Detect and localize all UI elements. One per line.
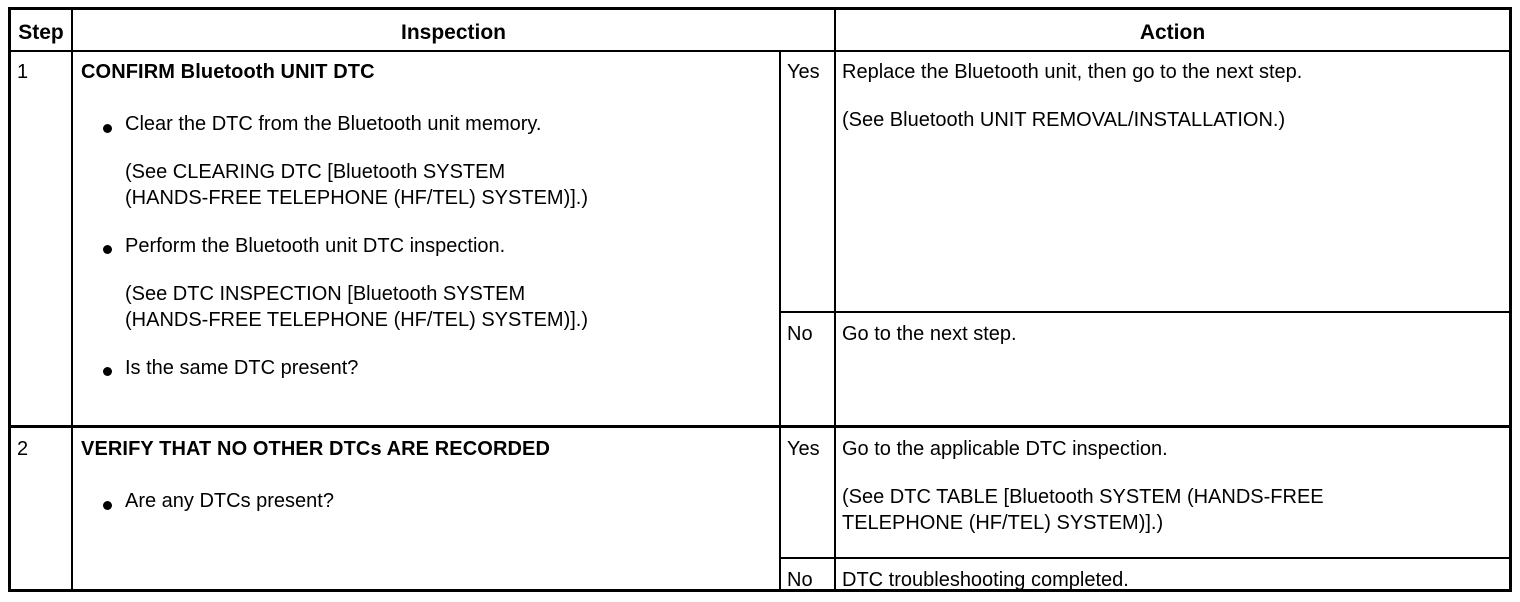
- step-number: 1: [17, 61, 29, 83]
- result-label-yes: Yes: [787, 61, 820, 83]
- action-line: DTC troubleshooting completed.: [842, 569, 1129, 591]
- header-step: Step: [18, 21, 64, 44]
- spacer: [125, 85, 771, 111]
- list-item: Is the same DTC present?: [81, 333, 771, 381]
- bullet-text: Perform the Bluetooth unit DTC inspectio…: [125, 235, 506, 257]
- inspection-bullet-list: Are any DTCs present?: [81, 462, 771, 514]
- row1-row2-divider-rule: [11, 425, 1509, 428]
- list-item-note: (See CLEARING DTC [Bluetooth SYSTEM (HAN…: [81, 137, 771, 211]
- list-item: Clear the DTC from the Bluetooth unit me…: [81, 85, 771, 137]
- note-line: (HANDS-FREE TELEPHONE (HF/TEL) SYSTEM)].…: [125, 187, 589, 209]
- result-label-yes: Yes: [787, 438, 820, 460]
- spacer: [842, 462, 1502, 484]
- action-cell-no: Go to the next step.: [842, 321, 1502, 347]
- list-item: Perform the Bluetooth unit DTC inspectio…: [81, 211, 771, 259]
- spacer: [842, 85, 1502, 107]
- bullet-point-icon: [103, 367, 112, 376]
- inspection-cell: VERIFY THAT NO OTHER DTCs ARE RECORDED A…: [81, 436, 771, 514]
- result-label-no: No: [787, 323, 813, 345]
- spacer: [125, 211, 771, 233]
- note-line: (See DTC INSPECTION [Bluetooth SYSTEM: [125, 283, 526, 305]
- inspection-cell: CONFIRM Bluetooth UNIT DTC Clear the DTC…: [81, 59, 771, 381]
- row1-yesno-divider-rule: [781, 311, 1509, 313]
- spacer: [125, 137, 771, 159]
- bullet-point-icon: [103, 124, 112, 133]
- action-line: Go to the applicable DTC inspection.: [842, 438, 1168, 460]
- action-cell-yes: Go to the applicable DTC inspection. (Se…: [842, 436, 1502, 536]
- inspection-title: CONFIRM Bluetooth UNIT DTC: [81, 61, 375, 83]
- step-number: 2: [17, 438, 29, 460]
- inspection-bullet-list: Clear the DTC from the Bluetooth unit me…: [81, 85, 771, 381]
- result-label-no: No: [787, 569, 813, 591]
- action-line: (See Bluetooth UNIT REMOVAL/INSTALLATION…: [842, 109, 1286, 131]
- action-line: TELEPHONE (HF/TEL) SYSTEM)].): [842, 512, 1164, 534]
- step-column-rule: [71, 10, 73, 589]
- list-item-note: (See DTC INSPECTION [Bluetooth SYSTEM (H…: [81, 259, 771, 333]
- action-cell-no: DTC troubleshooting completed.: [842, 567, 1502, 593]
- spacer: [125, 259, 771, 281]
- inspection-title: VERIFY THAT NO OTHER DTCs ARE RECORDED: [81, 438, 551, 460]
- bullet-point-icon: [103, 501, 112, 510]
- action-line: (See DTC TABLE [Bluetooth SYSTEM (HANDS-…: [842, 486, 1324, 508]
- action-line: Replace the Bluetooth unit, then go to t…: [842, 61, 1303, 83]
- action-cell-yes: Replace the Bluetooth unit, then go to t…: [842, 59, 1502, 133]
- header-inspection: Inspection: [400, 21, 506, 44]
- spacer: [125, 462, 771, 488]
- troubleshooting-table: Step Inspection Action 1 CONFIRM Bluetoo…: [8, 7, 1512, 592]
- bullet-text: Is the same DTC present?: [125, 357, 359, 379]
- note-line: (See CLEARING DTC [Bluetooth SYSTEM: [125, 161, 506, 183]
- header-bottom-rule: [11, 50, 1509, 52]
- note-line: (HANDS-FREE TELEPHONE (HF/TEL) SYSTEM)].…: [125, 309, 589, 331]
- spacer: [125, 333, 771, 355]
- bullet-point-icon: [103, 245, 112, 254]
- row2-yesno-divider-rule: [781, 557, 1509, 559]
- list-item: Are any DTCs present?: [81, 462, 771, 514]
- action-line: Go to the next step.: [842, 323, 1017, 345]
- bullet-text: Clear the DTC from the Bluetooth unit me…: [125, 113, 542, 135]
- header-action: Action: [1139, 21, 1206, 44]
- bullet-text: Are any DTCs present?: [125, 490, 334, 512]
- yesno-action-rule: [834, 10, 836, 589]
- inspection-action-rule: [779, 50, 781, 589]
